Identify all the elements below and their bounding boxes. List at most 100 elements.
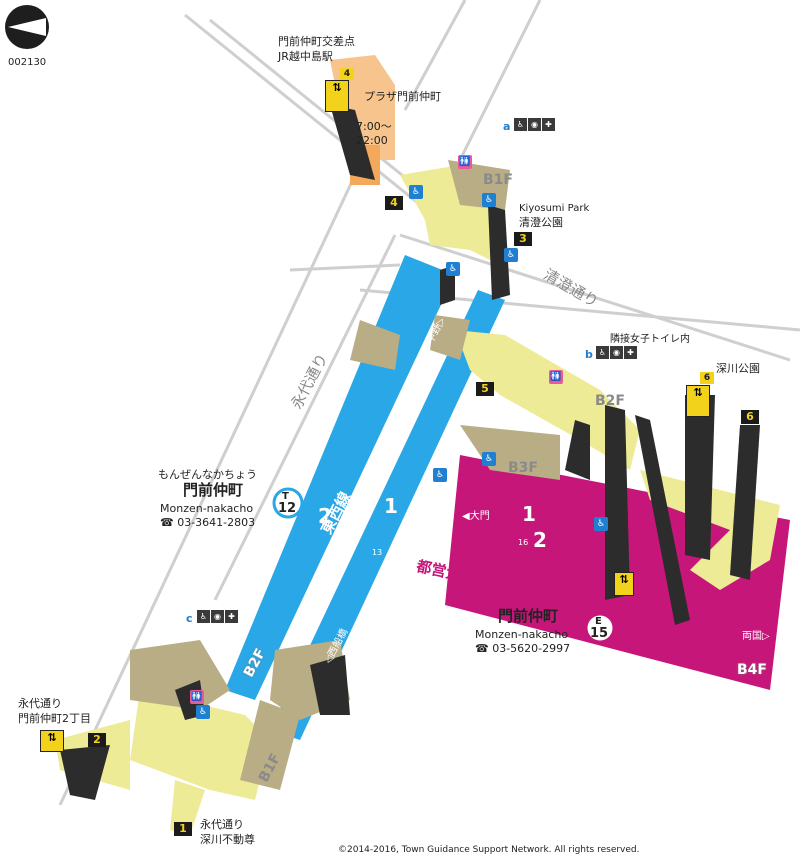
- floor-label: B3F: [508, 460, 538, 476]
- plaza-hours-start: 7:00〜: [356, 120, 392, 133]
- ostomate-icon: ✚: [225, 610, 238, 623]
- ostomate-icon: ✚: [542, 118, 555, 131]
- wheelchair-icon: ♿: [504, 248, 518, 262]
- floor-label: B2F: [595, 393, 625, 409]
- exit1-destination-2: 深川不動尊: [200, 833, 255, 846]
- toilet-icon: 🚻: [549, 370, 563, 384]
- landmark-kiyosumi-park-jp: 清澄公園: [519, 216, 563, 229]
- exit-5[interactable]: 5: [476, 382, 494, 396]
- landmark-fukagawa-park: 深川公園: [716, 362, 760, 375]
- passage: [130, 640, 230, 710]
- oedo-track-1: 1: [522, 502, 536, 526]
- pillar: [605, 405, 630, 600]
- pillar: [60, 745, 110, 800]
- oedo-code-number: 15: [590, 626, 609, 641]
- plaza-hours-end: 22:00: [356, 134, 388, 147]
- pillar: [488, 205, 510, 300]
- facility-group-c-label: c: [186, 612, 193, 625]
- elevator-icon: ⇅: [614, 572, 634, 596]
- street-line: [458, 0, 542, 161]
- pillars: [60, 105, 760, 800]
- tozai-track-1: 1: [384, 494, 398, 518]
- wheelchair-icon: ♿: [433, 468, 447, 482]
- exit2-destination-2: 門前仲町2丁目: [18, 712, 91, 725]
- accessible-toilet-icon: ♿: [197, 610, 210, 623]
- elevator-icon: ⇅: [40, 730, 64, 752]
- exit1-destination-1: 永代通り: [200, 818, 244, 831]
- map-id: 002130: [8, 57, 47, 68]
- passage: [240, 700, 300, 790]
- pillar: [685, 395, 715, 560]
- facility-group-a-label: a: [503, 120, 511, 133]
- oedo-station-phone: ☎ 03-5620-2997: [475, 642, 571, 655]
- compass: [5, 5, 49, 49]
- oedo-direction-daimon: ◀大門: [462, 511, 490, 522]
- landmark-kiyosumi-park-en: Kiyosumi Park: [519, 203, 590, 214]
- compass-arrow-icon: [8, 18, 46, 36]
- wheelchair-icon: ♿: [482, 193, 496, 207]
- oedo-code-letter: E: [595, 616, 602, 627]
- copyright: ©2014-2016, Town Guidance Support Networ…: [338, 845, 640, 855]
- exit-2[interactable]: 2: [88, 733, 106, 747]
- oedo-station-name: 門前仲町: [498, 607, 559, 625]
- tozai-station-name-en: Monzen-nakacho: [160, 502, 254, 515]
- accessible-toilet-icon: ♿: [596, 346, 609, 359]
- exit-4[interactable]: 4: [385, 196, 403, 210]
- pillar: [310, 655, 350, 715]
- wheelchair-icon: ♿: [446, 262, 460, 276]
- accessible-toilet-icon: ♿: [514, 118, 527, 131]
- passage: [430, 315, 470, 360]
- facility-group-c: ♿◉✚: [197, 610, 238, 623]
- floor-label: B4F: [737, 662, 767, 678]
- elevator-icon: ⇅: [686, 385, 710, 417]
- compass-north-label: N: [33, 21, 41, 31]
- tozai-platform: [225, 255, 455, 700]
- pillar: [635, 415, 690, 625]
- passage: [460, 425, 560, 480]
- baby-icon: ◉: [528, 118, 541, 131]
- exit2-destination-1: 永代通り: [18, 697, 62, 710]
- tozai-code-number: 12: [278, 501, 297, 516]
- concourse-b2-east: [455, 330, 640, 470]
- oedo-direction-ryogoku: 両国▷: [742, 631, 770, 642]
- baby-icon: ◉: [610, 346, 623, 359]
- wheelchair-icon: ♿: [196, 705, 210, 719]
- pillar: [730, 425, 760, 580]
- exit-4-elevator-label: 4: [340, 68, 354, 80]
- oedo-car-number: 16: [518, 538, 529, 547]
- baby-icon: ◉: [211, 610, 224, 623]
- exit-1[interactable]: 1: [174, 822, 192, 836]
- wheelchair-icon: ♿: [594, 517, 608, 531]
- landmark-intersection: 門前仲町交差点: [278, 35, 355, 48]
- tozai-station-kana: もんぜんなかちょう: [158, 468, 257, 481]
- pillar: [330, 105, 375, 180]
- tozai-track-2: 2: [318, 504, 332, 528]
- street-line: [213, 234, 397, 601]
- ostomate-icon: ✚: [624, 346, 637, 359]
- tozai-platform-b: [270, 290, 505, 740]
- street-line: [289, 263, 401, 272]
- floor-label: B1F: [483, 172, 513, 188]
- elevator-icon: ⇅: [325, 80, 349, 112]
- wheelchair-icon: ♿: [482, 452, 496, 466]
- oedo-station-badge-ring: [584, 612, 616, 644]
- tozai-code-letter: T: [282, 491, 289, 502]
- oedo-track-2: 2: [533, 528, 547, 552]
- street-line: [403, 0, 467, 111]
- exit-6[interactable]: 6: [741, 410, 759, 424]
- landmark-plaza: プラザ門前仲町: [364, 90, 441, 103]
- tozai-station-name: 門前仲町: [183, 481, 244, 499]
- tozai-station-badge-ring: [272, 487, 304, 519]
- pillar: [565, 420, 590, 480]
- wheelchair-icon: ♿: [409, 185, 423, 199]
- concourse-exit1: [170, 780, 205, 835]
- oedo-station-name-en: Monzen-nakacho: [475, 628, 569, 641]
- tozai-station-phone: ☎ 03-3641-2803: [160, 516, 256, 529]
- facility-group-a: ♿◉✚: [514, 118, 555, 131]
- landmark-jr-station: JR越中島駅: [278, 50, 333, 63]
- tozai-car-number: 13: [372, 548, 383, 557]
- facility-group-b: ♿◉✚: [596, 346, 637, 359]
- exit-3[interactable]: 3: [514, 232, 532, 246]
